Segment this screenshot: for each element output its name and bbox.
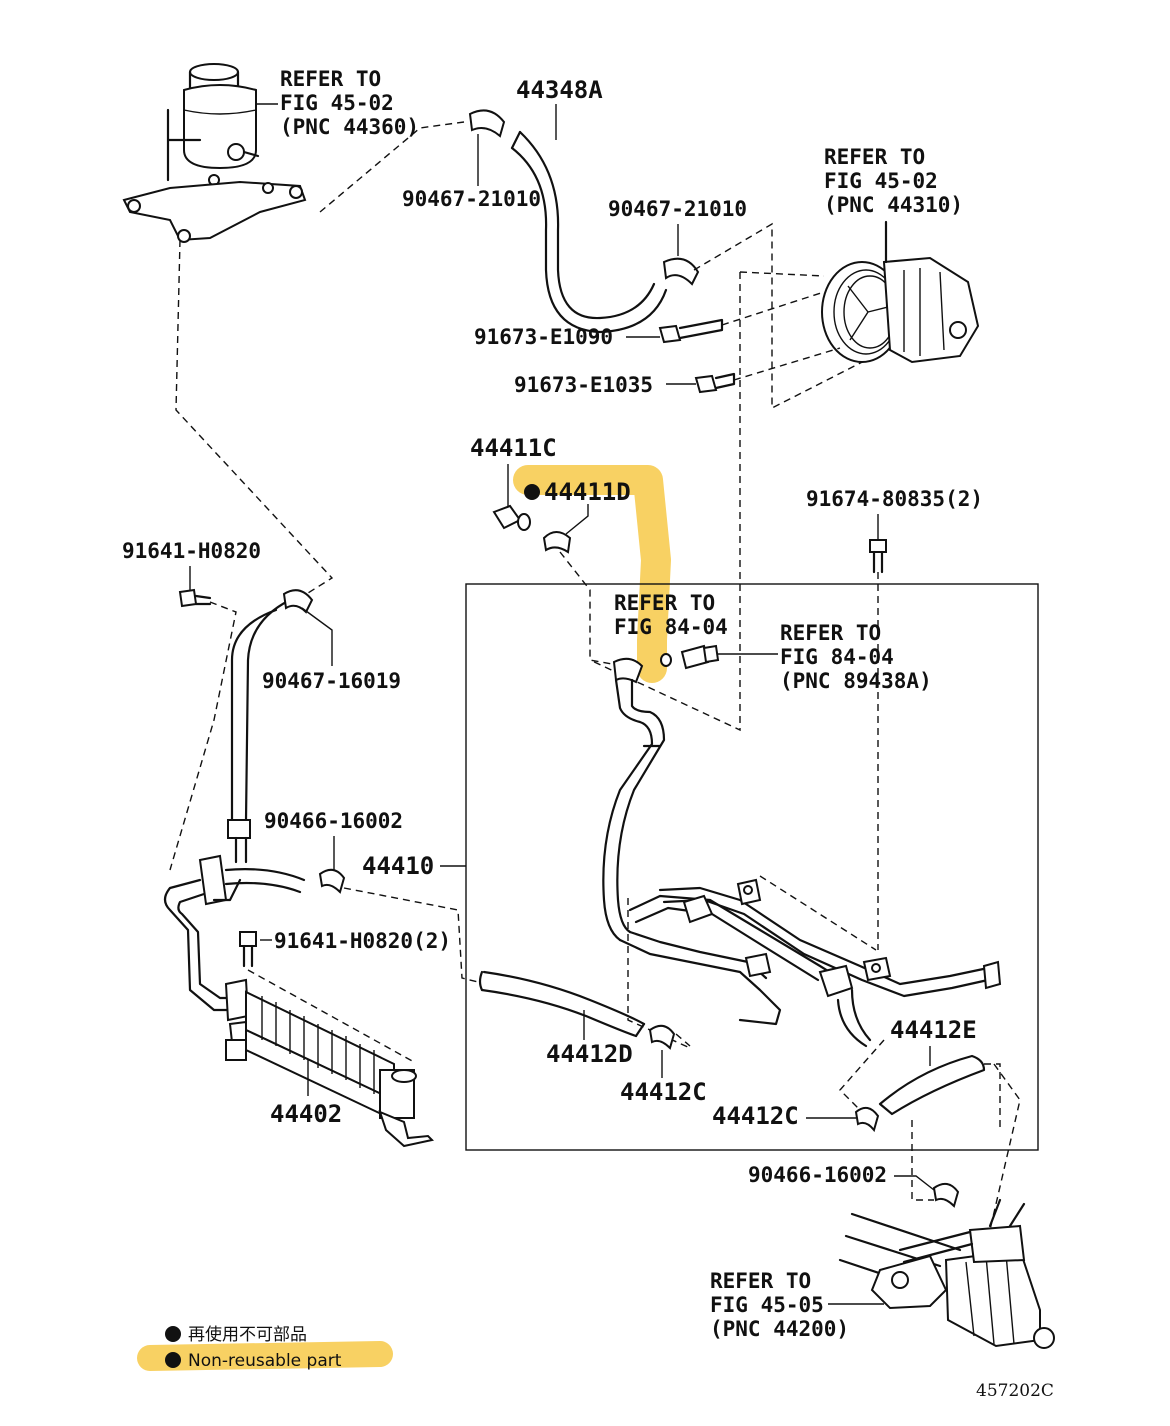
- label-44412E: 44412E: [890, 1016, 977, 1044]
- label-91674-80835: 91674-80835(2): [806, 487, 983, 511]
- clamp-90467-16019: [282, 589, 314, 614]
- legend-jp: 再使用不可部品: [188, 1324, 307, 1345]
- bolt-91673-E1035: [694, 372, 736, 394]
- label-90467-16019: 90467-16019: [262, 669, 401, 693]
- union-bolt-44411C: [492, 504, 531, 531]
- hose-right-ref-line1: REFER TO: [780, 621, 881, 645]
- hose-cooler-inlet: [227, 598, 292, 864]
- rack-ref-line1: REFER TO: [710, 1269, 811, 1293]
- hose-left-ref-line2: FIG 84-04: [614, 615, 728, 639]
- clamp-90467-21010-mid: [662, 257, 700, 286]
- pump-drawing: [821, 220, 980, 364]
- clamp-90466-16002-b: [932, 1182, 960, 1208]
- clamp-90466-16002-a: [318, 868, 346, 894]
- pump-ref-line3: (PNC 44310): [824, 193, 963, 217]
- sensor-fitting: [680, 644, 720, 670]
- rack-ref-line3: (PNC 44200): [710, 1317, 849, 1341]
- hose-44412D: [478, 970, 646, 1038]
- bolt-91641-H0820-2: [239, 931, 257, 968]
- legend-en: Non-reusable part: [188, 1351, 342, 1371]
- o-ring: [660, 653, 672, 667]
- label-44411D: 44411D: [544, 478, 631, 506]
- label-44412C-b: 44412C: [712, 1102, 799, 1130]
- label-91673-E1090: 91673-E1090: [474, 325, 613, 349]
- clamp-44412C-a: [648, 1024, 676, 1050]
- pump-ref-line2: FIG 45-02: [824, 169, 938, 193]
- hose-44412E: [878, 1054, 986, 1116]
- label-90466-16002-b: 90466-16002: [748, 1163, 887, 1187]
- hose-right-ref-line2: FIG 84-04: [780, 645, 894, 669]
- label-44411C: 44411C: [470, 434, 557, 462]
- clamp-44412C-b: [854, 1106, 880, 1133]
- label-91641-H0820: 91641-H0820: [122, 539, 261, 563]
- hose-right-ref-line3: (PNC 89438A): [780, 669, 932, 693]
- hose-44348A: [510, 130, 668, 334]
- label-44410: 44410: [362, 852, 434, 880]
- bolt-91673-E1090: [658, 318, 724, 344]
- non-reusable-bullet: [524, 484, 540, 500]
- label-90467-21010-a: 90467-21010: [402, 187, 541, 211]
- legend-bullet-jp: [165, 1326, 181, 1342]
- pump-ref-line1: REFER TO: [824, 145, 925, 169]
- label-90466-16002-a: 90466-16002: [264, 809, 403, 833]
- hose-left-ref-line1: REFER TO: [614, 591, 715, 615]
- label-91641-H0820-2: 91641-H0820(2): [274, 929, 451, 953]
- assembly-box-44410: [465, 583, 1039, 1151]
- bolt-91641-H0820: [178, 588, 212, 608]
- label-90467-21010-b: 90467-21010: [608, 197, 747, 221]
- label-44412C-a: 44412C: [620, 1078, 707, 1106]
- oil-cooler-44402: [225, 990, 435, 1148]
- label-91673-E1035: 91673-E1035: [514, 373, 653, 397]
- gasket-44411D: [542, 531, 572, 554]
- steering-rack-drawing: [838, 1198, 1055, 1349]
- legend-bullet-en: [165, 1352, 181, 1368]
- label-44412D: 44412D: [546, 1040, 633, 1068]
- bolt-91674-80835: [869, 539, 887, 574]
- clamp-90467-21010-top: [468, 109, 506, 138]
- reservoir-ref-line3: (PNC 44360): [280, 115, 419, 139]
- reservoir-ref-line1: REFER TO: [280, 67, 381, 91]
- reservoir-ref-line2: FIG 45-02: [280, 91, 394, 115]
- highlight-legend: [137, 1341, 393, 1371]
- label-44348A: 44348A: [516, 76, 603, 104]
- rack-ref-line2: FIG 45-05: [710, 1293, 824, 1317]
- label-44402: 44402: [270, 1100, 342, 1128]
- highlight-stroke: [513, 465, 671, 683]
- pressure-hose-assembly: [602, 657, 1002, 1049]
- reservoir-drawing: [122, 63, 307, 243]
- figure-id: 457202C: [976, 1381, 1054, 1401]
